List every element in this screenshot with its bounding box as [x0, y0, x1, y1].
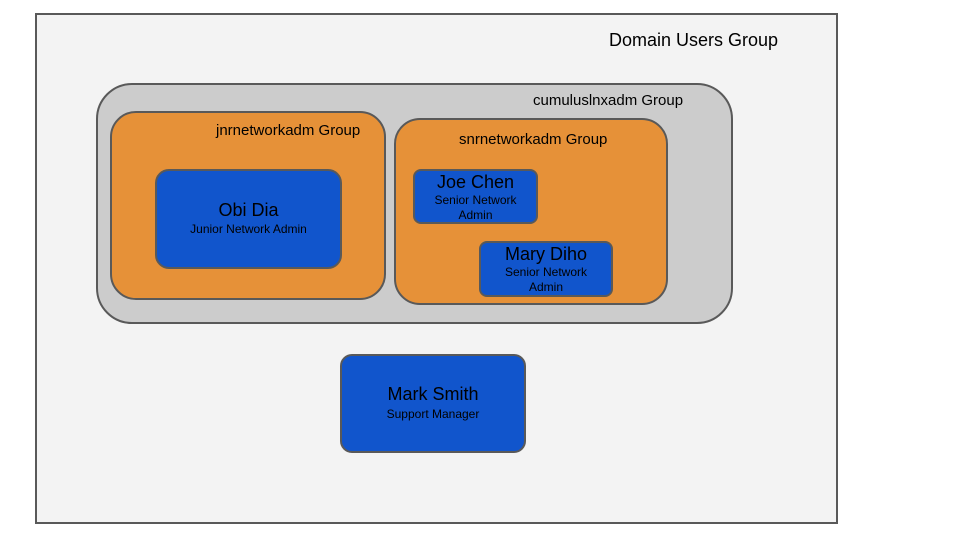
snrnetworkadm-group-label: snrnetworkadm Group: [459, 131, 608, 148]
user-name: Joe Chen: [436, 172, 515, 192]
user-card-obi-dia: Obi Dia Junior Network Admin: [155, 169, 342, 269]
user-card-mary-diho: Mary Diho Senior Network Admin: [479, 241, 613, 297]
user-name: Mark Smith: [387, 384, 479, 405]
jnrnetworkadm-group-label: jnrnetworkadm Group: [216, 122, 361, 139]
user-role: Support Manager: [386, 406, 480, 421]
user-card-mark-smith: Mark Smith Support Manager: [340, 354, 526, 453]
user-role: Senior Network Admin: [504, 264, 588, 294]
domain-users-group-label: Domain Users Group: [609, 30, 779, 50]
user-name: Mary Diho: [504, 244, 588, 264]
user-role: Junior Network Admin: [190, 222, 307, 237]
user-role: Senior Network Admin: [434, 192, 517, 222]
cumuluslnxadm-group-label: cumuluslnxadm Group: [533, 92, 684, 109]
user-name: Obi Dia: [218, 199, 279, 220]
user-card-joe-chen: Joe Chen Senior Network Admin: [413, 169, 538, 224]
